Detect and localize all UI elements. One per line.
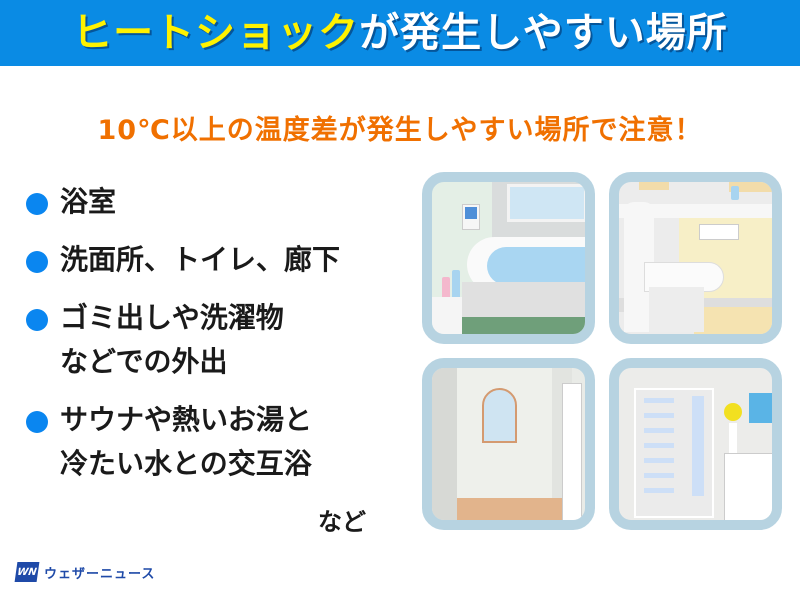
list-item-text-line2: などでの外出 bbox=[60, 345, 228, 378]
bullet-dot-icon bbox=[26, 193, 48, 215]
bullet-dot-icon bbox=[26, 251, 48, 273]
entrance-illustration bbox=[609, 358, 782, 530]
list-item: サウナや熱いお湯と 冷たい水との交互浴 bbox=[22, 398, 340, 486]
toilet-illustration bbox=[609, 172, 782, 344]
wn-logo-icon: WN bbox=[14, 562, 40, 582]
title-highlight: ヒートショック bbox=[72, 10, 360, 56]
list-item-text: サウナや熱いお湯と bbox=[60, 403, 313, 436]
list-item-text: 浴室 bbox=[60, 185, 117, 218]
bullet-list: 浴室 洗面所、トイレ、廊下 ゴミ出しや洗濯物 などでの外出 サウナや熱いお湯と … bbox=[22, 180, 340, 500]
header-banner: ヒートショックが発生しやすい場所 bbox=[0, 0, 800, 66]
bullet-dot-icon bbox=[26, 309, 48, 331]
page-title: ヒートショックが発生しやすい場所 bbox=[0, 0, 800, 66]
title-rest: が発生しやすい場所 bbox=[359, 10, 728, 56]
logo-text: ウェザーニュース bbox=[44, 566, 156, 582]
bullet-dot-icon bbox=[26, 411, 48, 433]
list-item: 洗面所、トイレ、廊下 bbox=[22, 238, 340, 282]
list-item-text: ゴミ出しや洗濯物 bbox=[60, 301, 284, 334]
subtitle: 10℃以上の温度差が発生しやすい場所で注意！ bbox=[97, 115, 703, 146]
list-suffix: など bbox=[318, 508, 366, 536]
hallway-illustration bbox=[422, 358, 595, 530]
weathernews-logo: WN ウェザーニュース bbox=[14, 562, 156, 582]
list-item-text: 洗面所、トイレ、廊下 bbox=[60, 243, 341, 276]
list-item: 浴室 bbox=[22, 180, 340, 224]
list-item-text-line2: 冷たい水との交互浴 bbox=[60, 447, 312, 480]
bathroom-illustration bbox=[422, 172, 595, 344]
list-item: ゴミ出しや洗濯物 などでの外出 bbox=[22, 296, 340, 384]
